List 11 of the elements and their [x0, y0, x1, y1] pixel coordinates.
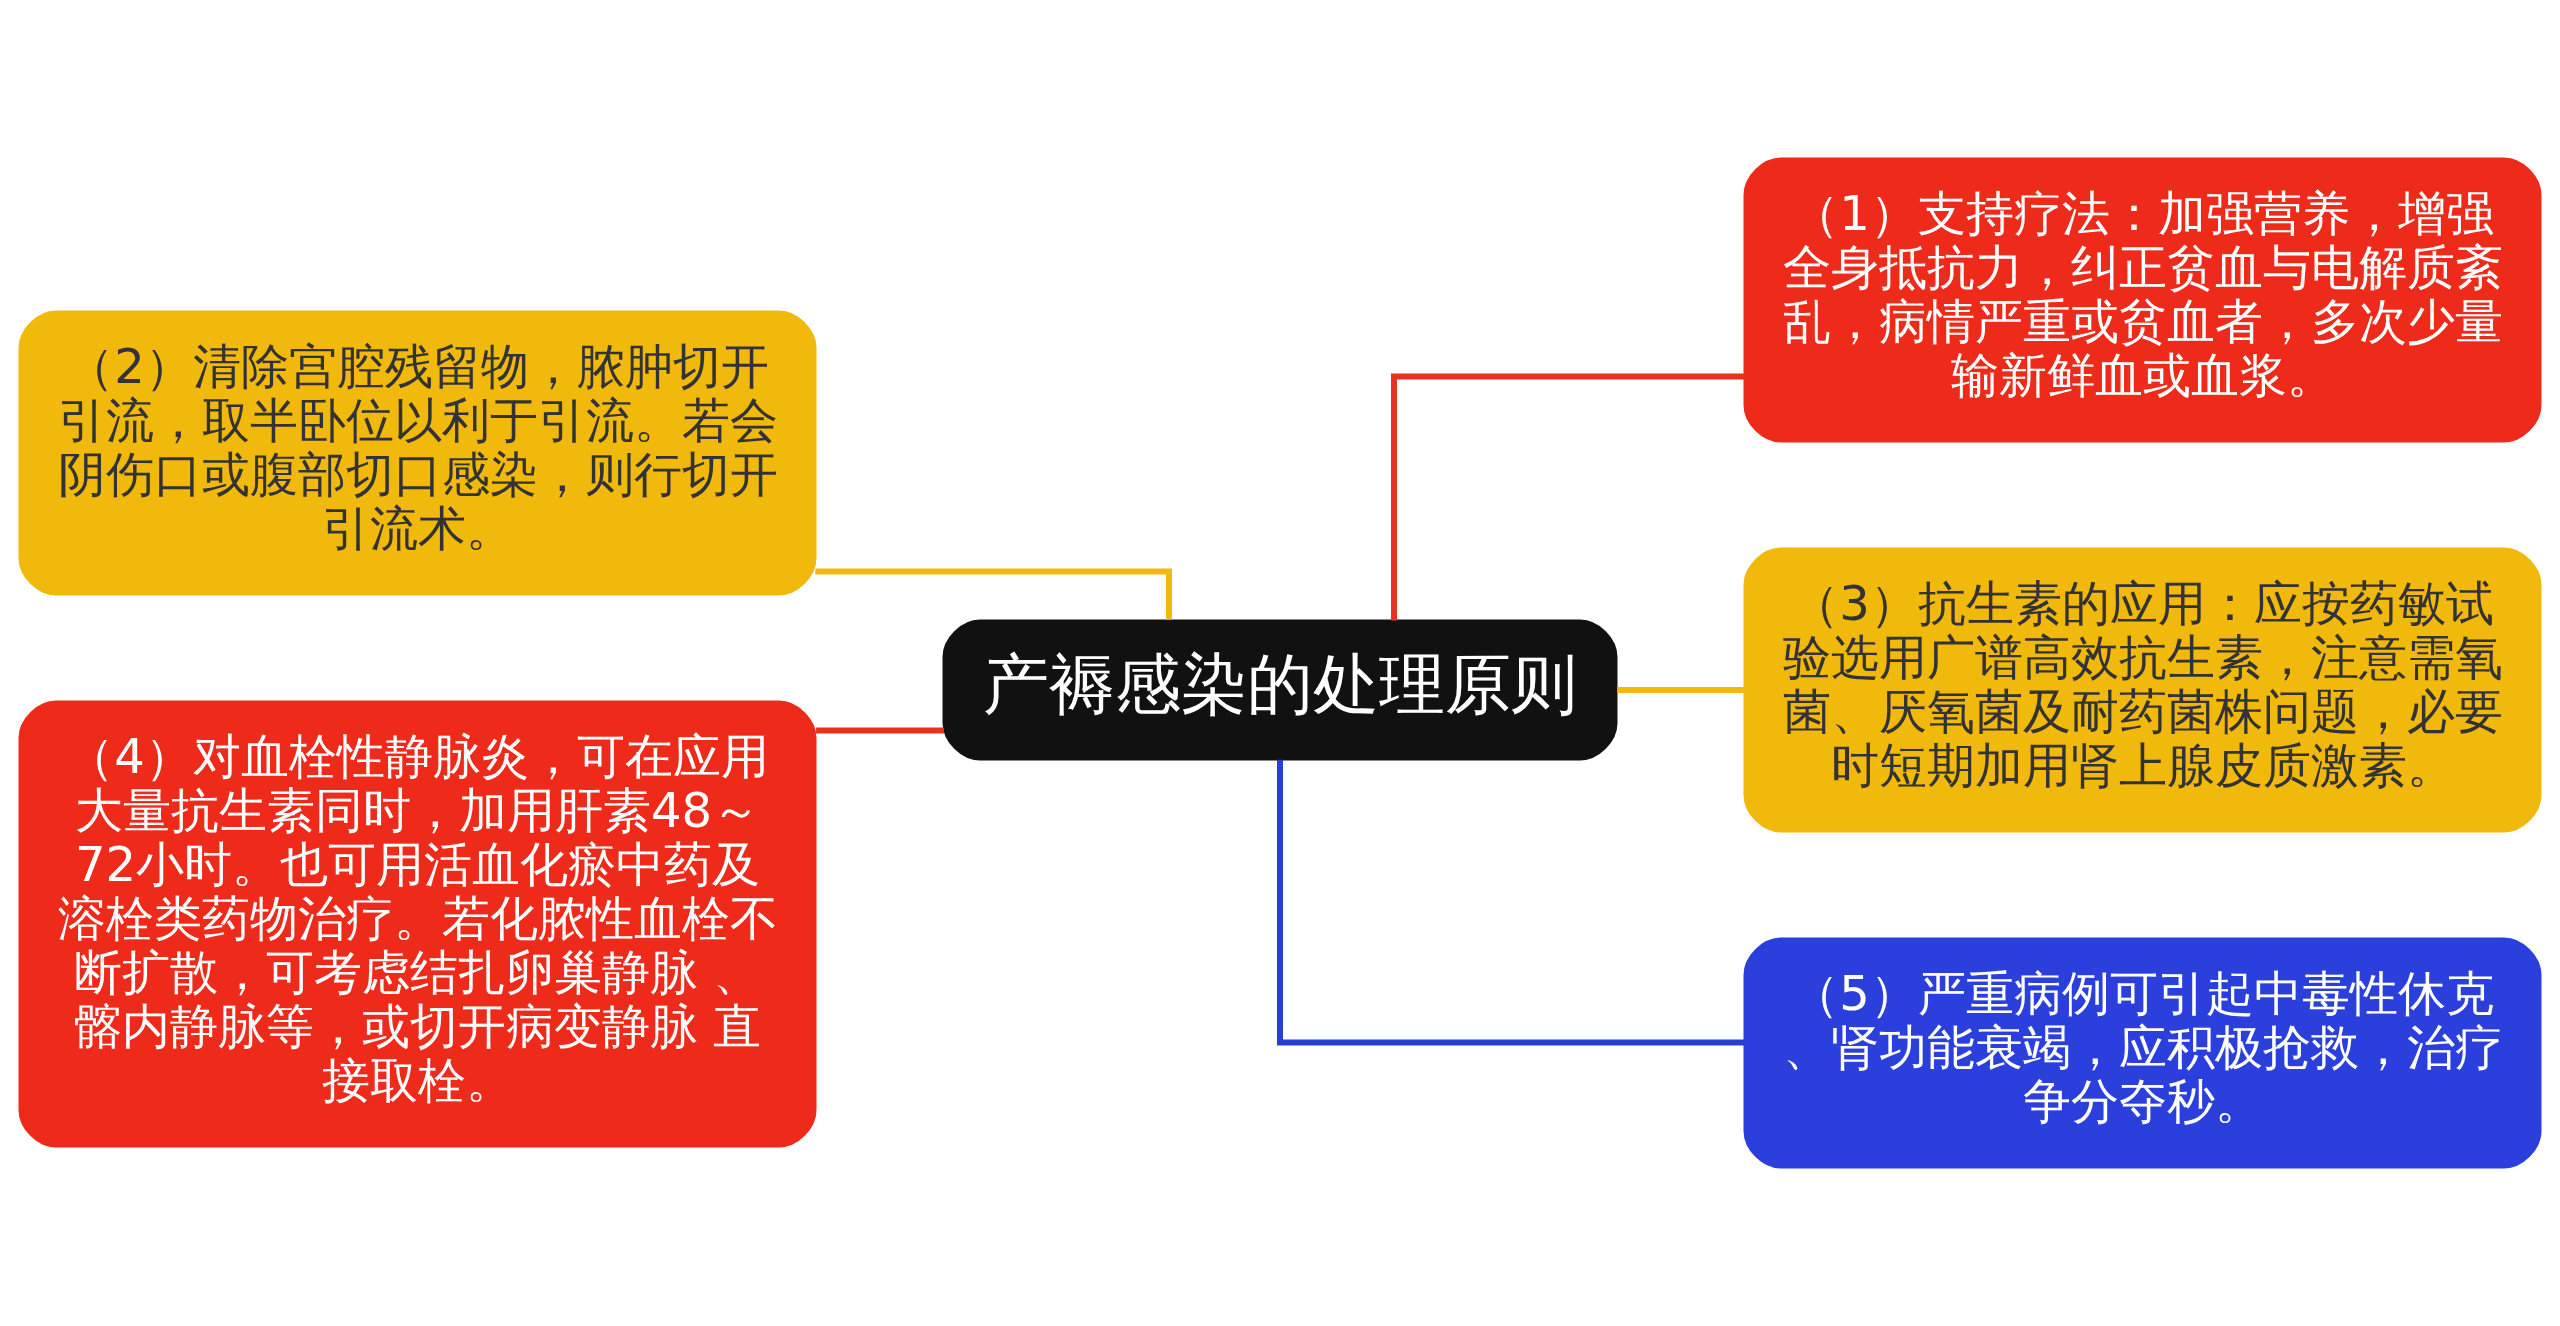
node-box: 产褥感染的处理原则: [942, 619, 1618, 761]
node-box: （1）支持疗法：加强营养，增强全身抵抗力，纠正贫血与电解质紊乱，病情严重或贫血者，多次少量输新鲜血或血浆。: [1743, 157, 2542, 443]
connector: [1277, 759, 1745, 1046]
connector: [815, 568, 1172, 620]
node-box: （5）严重病例可引起中毒性休克、肾功能衰竭，应积极抢救，治疗争分夺秒。: [1743, 937, 2542, 1169]
connector: [1617, 687, 1744, 693]
node-box: （4）对血栓性静脉炎，可在应用大量抗生素同时，加用肝素48～72小时。也可用活血化瘀中药及溶栓类药物治疗。若化脓性血栓不断扩散，可考虑结扎卵巢静脉 、髂内静脉等，或切开病变静脉 直接取栓。: [18, 700, 817, 1148]
node-box: （3）抗生素的应用：应按药敏试验选用广谱高效抗生素，注意需氧菌、厌氧菌及耐药菌株问题，必要时短期加用肾上腺皮质激素。: [1743, 547, 2542, 833]
node-box: （2）清除宫腔残留物，脓肿切开引流，取半卧位以利于引流。若会阴伤口或腹部切口感染，则行切开引流术。: [18, 310, 817, 596]
connector: [815, 727, 944, 734]
connector: [1391, 373, 1745, 621]
